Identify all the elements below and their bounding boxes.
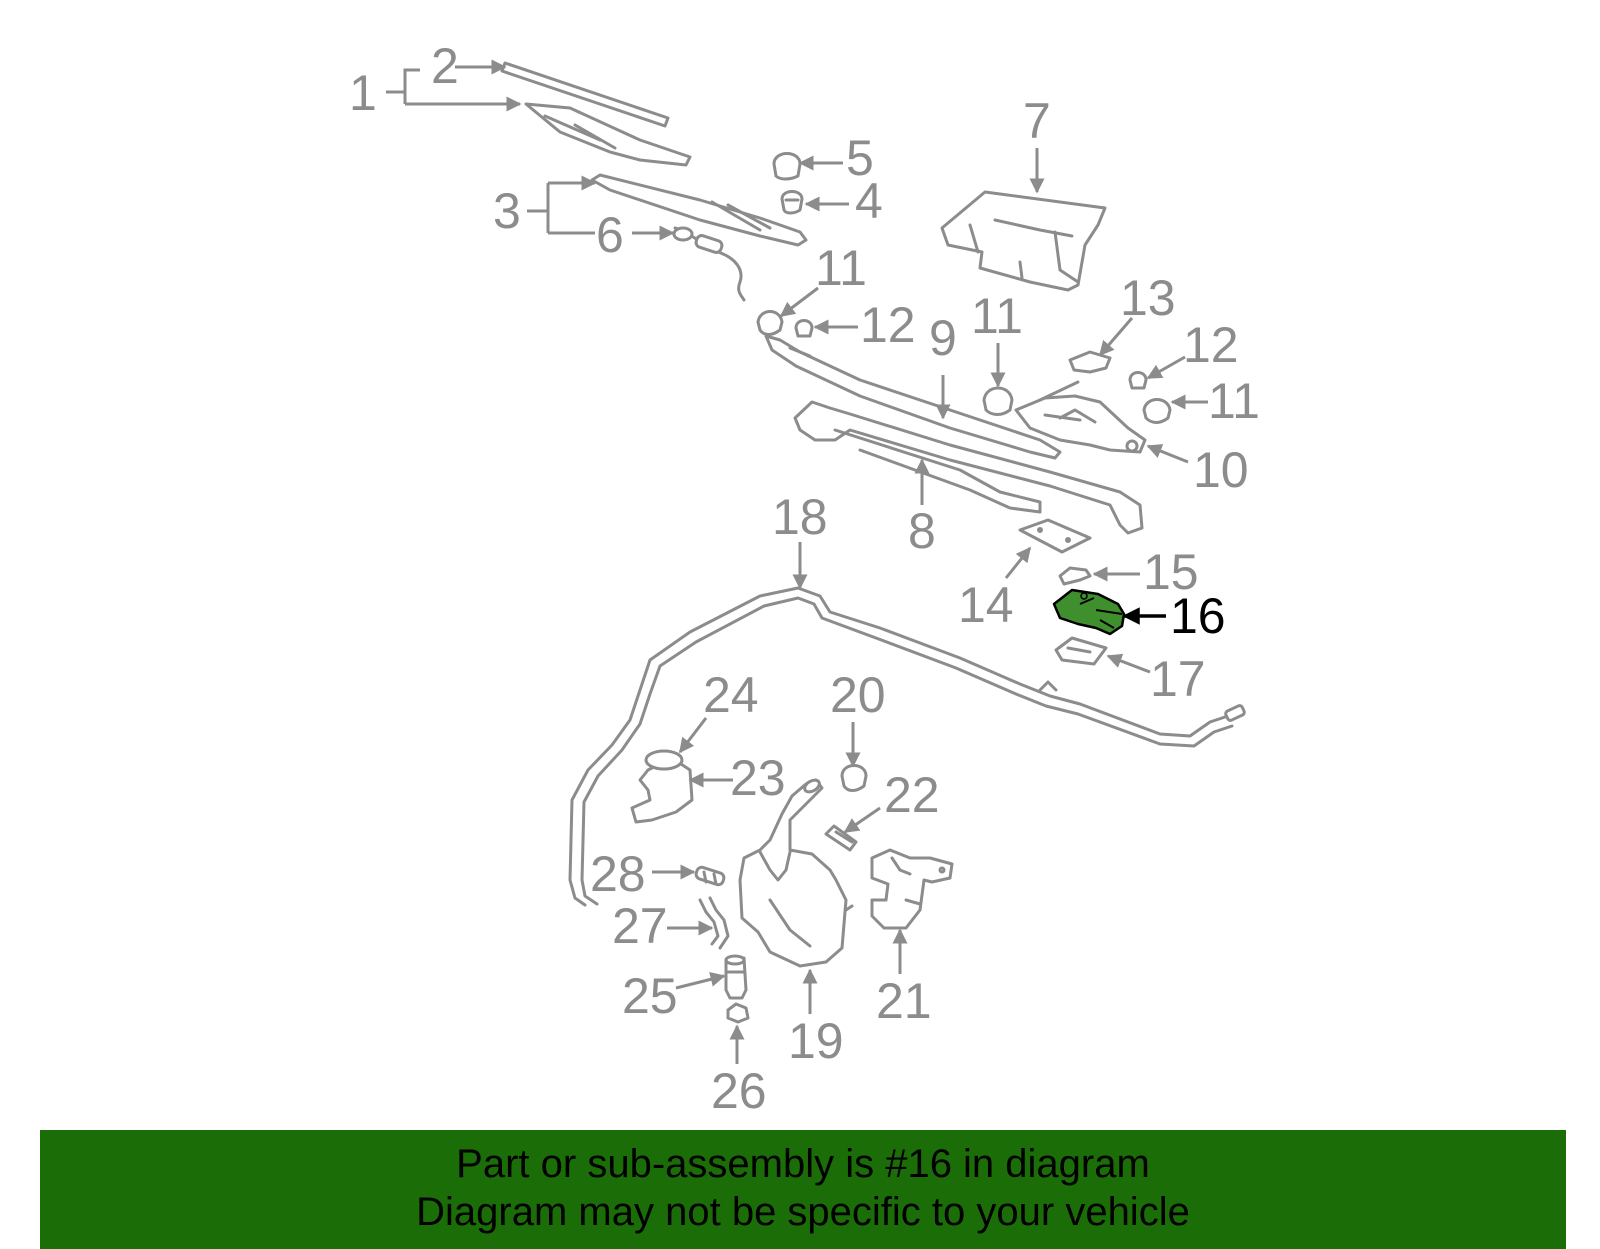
callout-16[interactable]: 16 (1170, 588, 1226, 644)
callout-18: 18 (772, 489, 828, 545)
nut-part-12-right (1128, 371, 1148, 390)
callout-17-lead (1106, 653, 1151, 674)
callout-5: 5 (846, 130, 874, 186)
callout-22-lead (843, 806, 881, 834)
hose-part-27 (698, 896, 730, 950)
transmission-link-part (764, 334, 1062, 460)
reservoir-bracket-part (870, 848, 954, 930)
callout-12-left: 12 (860, 297, 916, 353)
callout-26: 26 (711, 1063, 767, 1119)
callout-1: 1 (349, 65, 377, 121)
nut-part-4 (780, 190, 804, 215)
callout-10: 10 (1193, 442, 1249, 498)
nut-part-12-left (794, 319, 814, 338)
washer-reservoir-part (738, 778, 854, 968)
banner-line-part-number: Part or sub-assembly is #16 in diagram (456, 1142, 1150, 1186)
bracket-part-15 (1058, 566, 1092, 586)
callout-13: 13 (1120, 270, 1176, 326)
wiper-arm-part (590, 173, 808, 302)
wiper-blade-part (500, 61, 692, 167)
callout-21: 21 (876, 973, 932, 1029)
mount-part-17 (1054, 636, 1108, 666)
gasket-part-14 (1018, 518, 1092, 554)
callout-25: 25 (622, 968, 678, 1024)
callout-11-right: 11 (1208, 373, 1260, 429)
callout-10-lead (1146, 444, 1189, 464)
callout-2: 2 (431, 38, 459, 94)
grommet-part-26 (726, 1002, 750, 1024)
callout-12-right: 12 (1183, 317, 1239, 373)
grommet-part-11-right (1142, 398, 1172, 424)
callout-23: 23 (730, 750, 786, 806)
callout-27: 27 (612, 898, 668, 954)
disclaimer-banner: Part or sub-assembly is #16 in diagram D… (40, 1130, 1566, 1249)
callout-17: 17 (1150, 651, 1206, 707)
callout-24: 24 (703, 667, 759, 723)
filler-neck-part-23 (630, 749, 694, 824)
bolt-part-22 (824, 824, 858, 852)
callout-28: 28 (590, 846, 646, 902)
wiper-transmission-part (1014, 380, 1147, 454)
callout-6: 6 (596, 207, 624, 263)
callout-1-bracket (386, 59, 520, 104)
connector-part-28 (694, 865, 726, 887)
callout-24-lead (678, 717, 708, 754)
callout-3: 3 (493, 183, 521, 239)
cap-part-5 (772, 152, 802, 181)
callout-14: 14 (958, 577, 1014, 633)
washer-pump-part (724, 954, 748, 1000)
clamp-part-20 (840, 764, 868, 792)
callout-25-lead (675, 971, 726, 990)
callout-12b-lead (1146, 355, 1186, 380)
callout-11-middle: 11 (971, 288, 1023, 344)
callout-11-upper: 11 (815, 240, 867, 296)
callout-22: 22 (884, 767, 940, 823)
callout-13-lead (1098, 317, 1134, 357)
linkage-frame-part (793, 400, 1144, 535)
callout-20: 20 (830, 667, 886, 723)
callout-14-lead (1004, 546, 1032, 579)
grommet-part-11-middle (982, 386, 1014, 416)
cowl-panel-part (940, 190, 1107, 292)
callout-19: 19 (788, 1013, 844, 1069)
callout-8: 8 (908, 503, 936, 559)
callout-11a-lead (779, 286, 819, 318)
callout-3-bracket (527, 183, 675, 241)
wiper-motor-part-16-highlighted[interactable] (1052, 588, 1126, 636)
callout-4: 4 (855, 173, 883, 229)
banner-line-disclaimer: Diagram may not be specific to your vehi… (416, 1190, 1190, 1234)
callout-15: 15 (1143, 544, 1199, 600)
grommet-part-11-left (756, 310, 784, 336)
callout-9: 9 (929, 310, 957, 366)
callout-7: 7 (1023, 93, 1051, 149)
cover-part-13 (1068, 350, 1112, 374)
